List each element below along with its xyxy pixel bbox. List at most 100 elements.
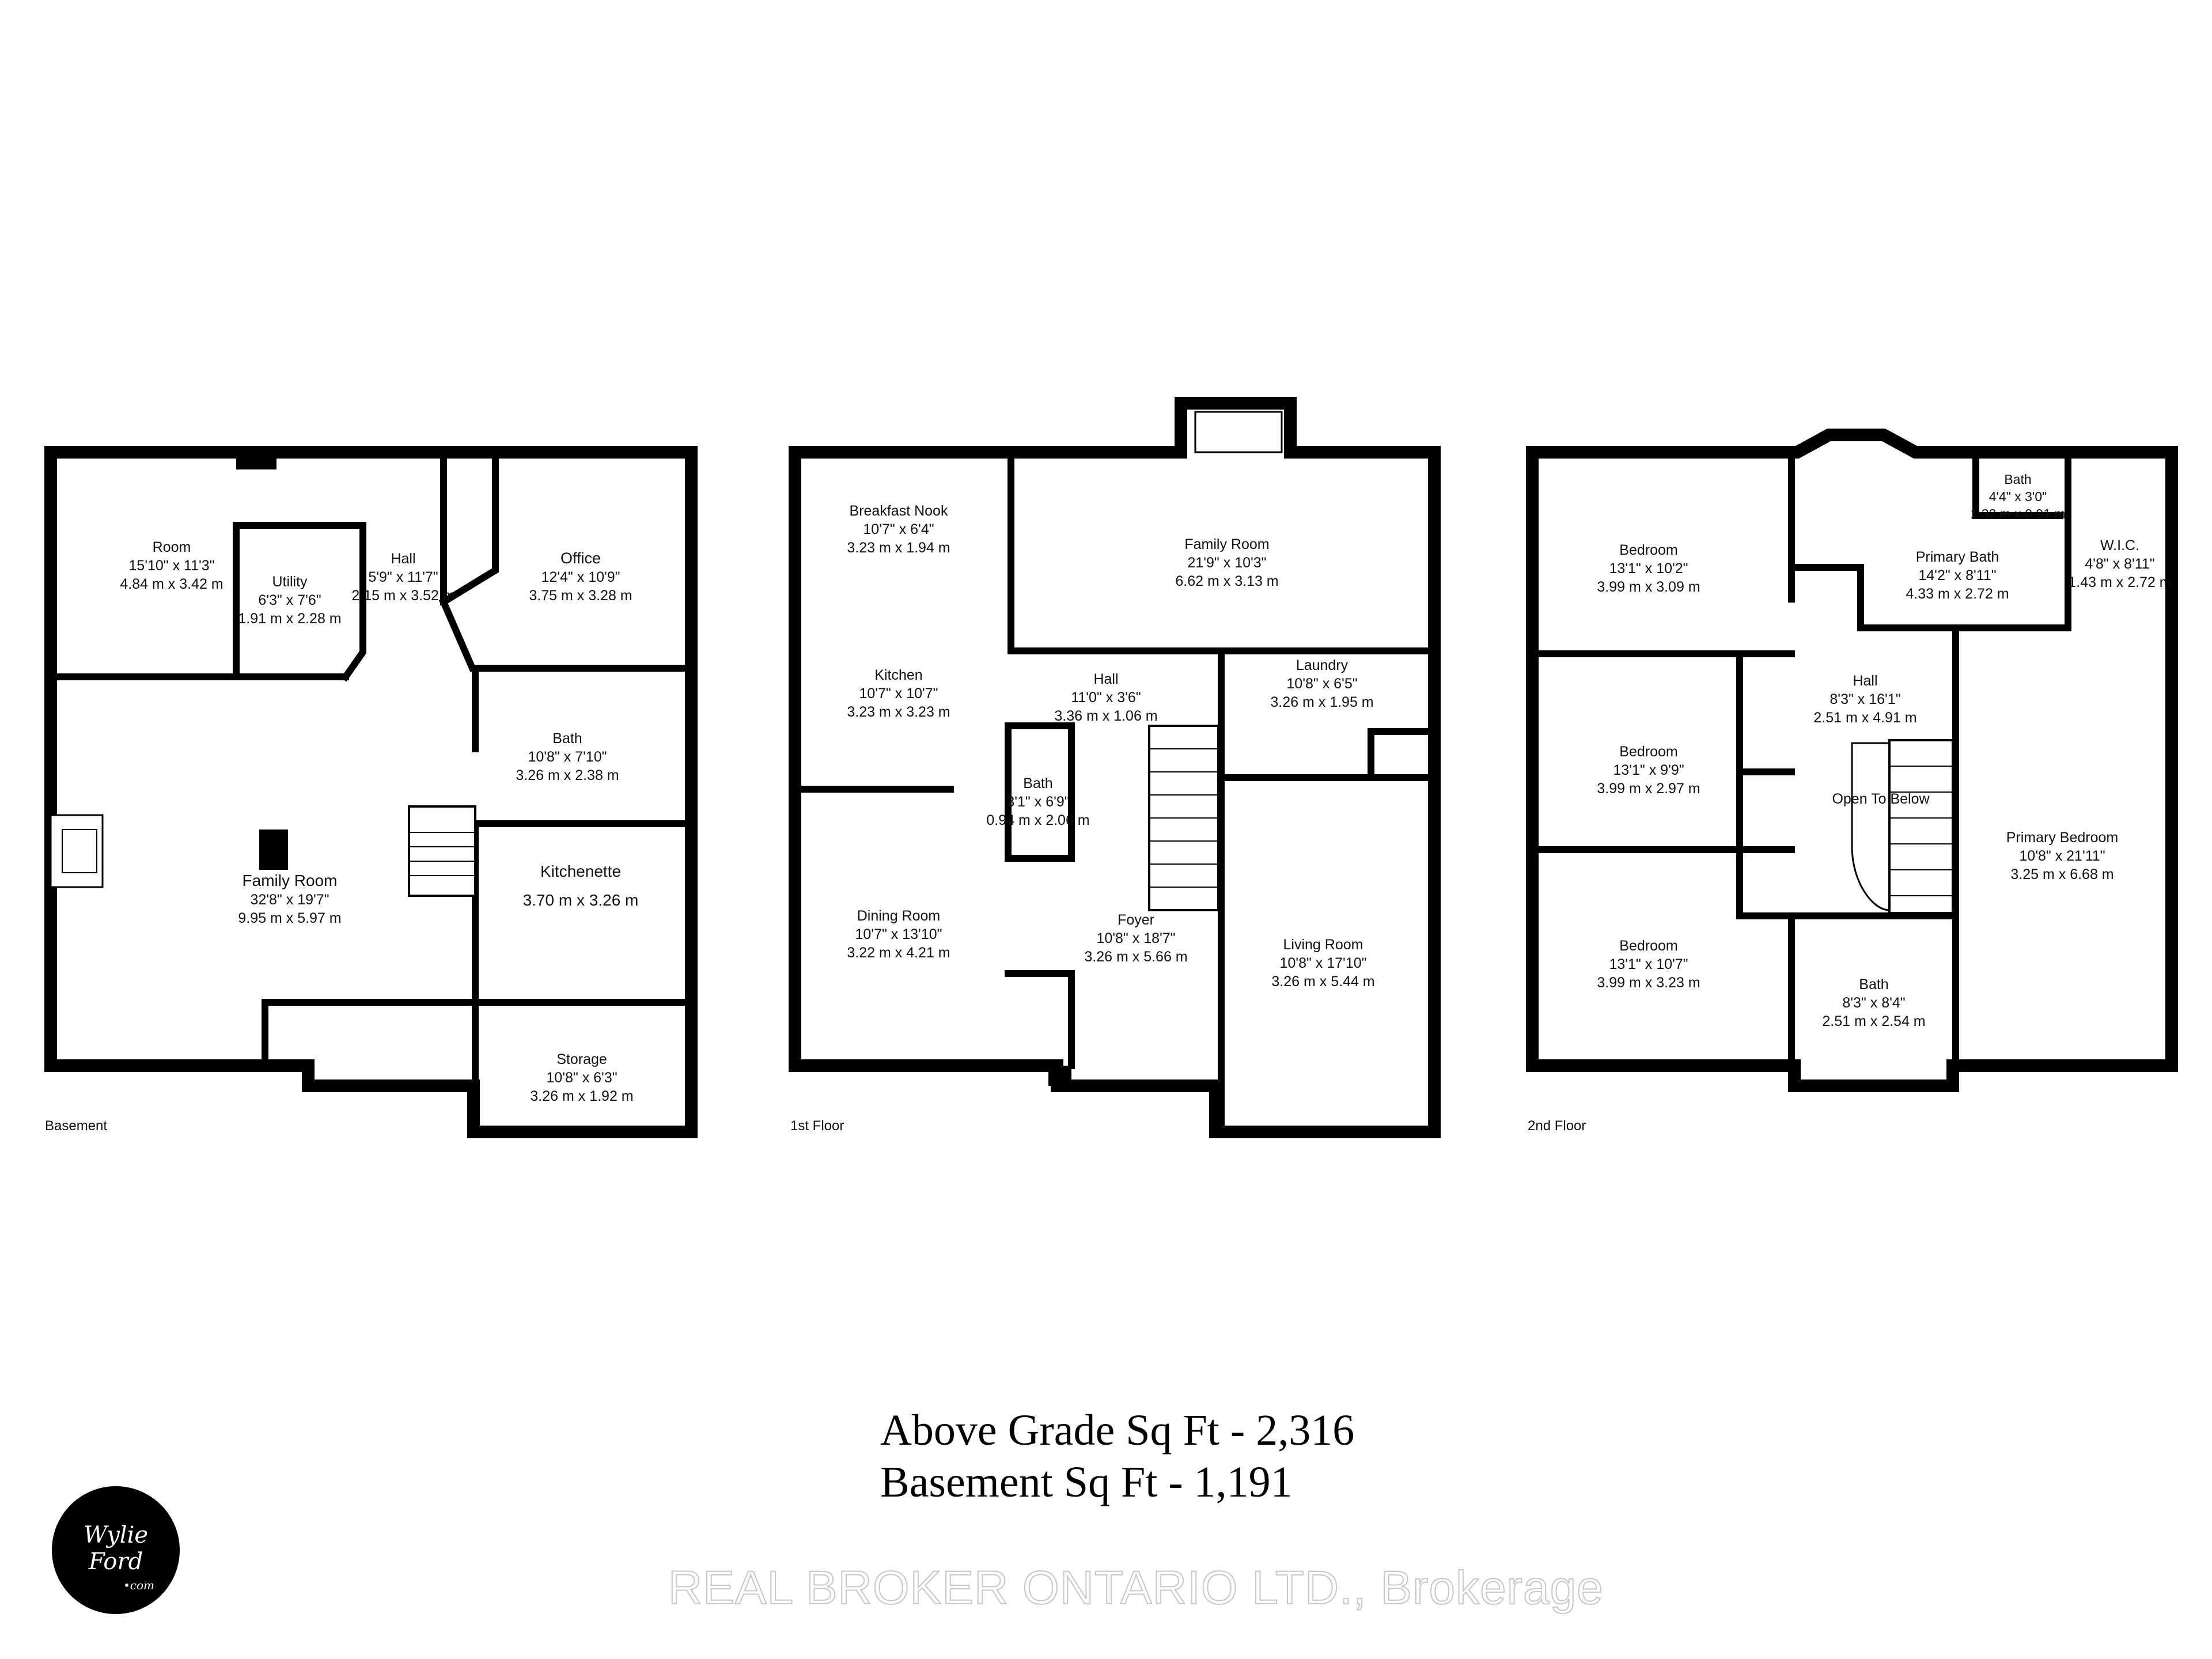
room-label-first-hall: Hall 11'0" x 3'6" 3.36 m x 1.06 m bbox=[1054, 671, 1157, 724]
svg-text:3.99 m x 3.09 m: 3.99 m x 3.09 m bbox=[1597, 579, 1700, 595]
svg-text:3.26 m x 5.66 m: 3.26 m x 5.66 m bbox=[1084, 949, 1187, 965]
svg-text:4.33 m x 2.72 m: 4.33 m x 2.72 m bbox=[1906, 586, 2009, 602]
svg-text:10'8" x 6'3": 10'8" x 6'3" bbox=[546, 1070, 617, 1086]
room-label-basement-utility: Utility 6'3" x 7'6" 1.91 m x 2.28 m bbox=[238, 574, 341, 627]
svg-text:Bedroom: Bedroom bbox=[1619, 938, 1677, 954]
first-floor-plan: 1st Floor bbox=[789, 397, 1441, 1138]
room-labels: Room 15'10" x 11'3" 4.84 m x 3.42 m Util… bbox=[120, 472, 2171, 1104]
svg-text:10'8" x 7'10": 10'8" x 7'10" bbox=[528, 749, 607, 765]
room-label-basement-storage: Storage 10'8" x 6'3" 3.26 m x 1.92 m bbox=[530, 1051, 633, 1104]
svg-text:3.26 m x 1.95 m: 3.26 m x 1.95 m bbox=[1270, 694, 1373, 710]
svg-text:5'9" x 11'7": 5'9" x 11'7" bbox=[368, 569, 438, 585]
svg-text:4'8" x 8'11": 4'8" x 8'11" bbox=[2085, 556, 2154, 572]
svg-text:14'2" x 8'11": 14'2" x 8'11" bbox=[1918, 567, 1996, 584]
svg-text:11'0" x 3'6": 11'0" x 3'6" bbox=[1071, 690, 1141, 706]
svg-text:Laundry: Laundry bbox=[1296, 657, 1349, 673]
svg-text:Primary Bath: Primary Bath bbox=[1916, 549, 1999, 565]
svg-text:Hall: Hall bbox=[391, 551, 415, 567]
basement-sqft: Basement Sq Ft - 1,191 bbox=[880, 1458, 1293, 1506]
room-label-first-kitchen: Kitchen 10'7" x 10'7" 3.23 m x 3.23 m bbox=[847, 667, 950, 720]
svg-text:Primary Bedroom: Primary Bedroom bbox=[2006, 830, 2119, 846]
svg-text:12'4" x 10'9": 12'4" x 10'9" bbox=[541, 569, 620, 585]
svg-text:9.95 m x 5.97 m: 9.95 m x 5.97 m bbox=[238, 910, 341, 926]
room-label-second-wic: W.I.C. 4'8" x 8'11" 1.43 m x 2.72 m bbox=[2068, 537, 2171, 590]
svg-text:Family Room: Family Room bbox=[243, 872, 338, 889]
floor-label: 1st Floor bbox=[790, 1118, 844, 1134]
room-label-second-bedroom-3: Bedroom 13'1" x 10'7" 3.99 m x 3.23 m bbox=[1597, 938, 1700, 991]
room-label-second-bath-small: Bath 4'4" x 3'0" 1.32 m x 0.91 m bbox=[1971, 472, 2066, 521]
svg-text:Foyer: Foyer bbox=[1118, 912, 1154, 928]
svg-text:Dining Room: Dining Room bbox=[857, 908, 941, 924]
svg-text:Storage: Storage bbox=[556, 1051, 607, 1067]
svg-text:Room: Room bbox=[153, 539, 191, 555]
svg-text:0.94 m x 2.06 m: 0.94 m x 2.06 m bbox=[986, 812, 1089, 828]
svg-text:32'8" x 19'7": 32'8" x 19'7" bbox=[250, 892, 329, 908]
svg-text:10'8" x 21'11": 10'8" x 21'11" bbox=[2019, 848, 2105, 864]
logo-line-2: Ford bbox=[88, 1548, 143, 1575]
svg-text:13'1" x 9'9": 13'1" x 9'9" bbox=[1613, 762, 1684, 778]
svg-text:3.99 m x 2.97 m: 3.99 m x 2.97 m bbox=[1597, 781, 1700, 797]
svg-text:2.51 m x 2.54 m: 2.51 m x 2.54 m bbox=[1822, 1013, 1925, 1029]
svg-text:10'7" x 10'7": 10'7" x 10'7" bbox=[859, 685, 938, 702]
second-floor-plan: 2nd Floor bbox=[1526, 429, 2178, 1134]
svg-text:2.51 m x 4.91 m: 2.51 m x 4.91 m bbox=[1813, 710, 1916, 726]
svg-text:13'1" x 10'2": 13'1" x 10'2" bbox=[1609, 560, 1688, 577]
svg-text:4.84 m x 3.42 m: 4.84 m x 3.42 m bbox=[120, 576, 223, 592]
svg-text:6'3" x 7'6": 6'3" x 7'6" bbox=[258, 592, 321, 608]
svg-text:15'10" x 11'3": 15'10" x 11'3" bbox=[128, 558, 214, 574]
svg-text:3.36 m x 1.06 m: 3.36 m x 1.06 m bbox=[1054, 708, 1157, 724]
above-grade-sqft: Above Grade Sq Ft - 2,316 bbox=[880, 1406, 1355, 1455]
room-label-first-foyer: Foyer 10'8" x 18'7" 3.26 m x 5.66 m bbox=[1084, 912, 1187, 965]
svg-text:Living Room: Living Room bbox=[1283, 937, 1363, 953]
svg-text:Bath: Bath bbox=[552, 730, 582, 747]
room-label-second-hall: Hall 8'3" x 16'1" 2.51 m x 4.91 m bbox=[1813, 673, 1916, 726]
svg-text:10'7" x 13'10": 10'7" x 13'10" bbox=[855, 926, 942, 942]
room-label-second-bedroom-2: Bedroom 13'1" x 9'9" 3.99 m x 2.97 m bbox=[1597, 744, 1700, 797]
svg-text:3'1" x 6'9": 3'1" x 6'9" bbox=[1006, 794, 1069, 810]
svg-text:Kitchen: Kitchen bbox=[874, 667, 922, 683]
svg-text:3.75 m x 3.28 m: 3.75 m x 3.28 m bbox=[529, 588, 632, 604]
svg-text:3.26 m x 1.92 m: 3.26 m x 1.92 m bbox=[530, 1088, 633, 1104]
svg-text:3.26 m x 2.38 m: 3.26 m x 2.38 m bbox=[516, 767, 619, 783]
room-label-second-bedroom-1: Bedroom 13'1" x 10'2" 3.99 m x 3.09 m bbox=[1597, 542, 1700, 595]
logo-line-1: Wylie bbox=[83, 1522, 149, 1548]
svg-text:2.15 m x 3.52 m: 2.15 m x 3.52 m bbox=[351, 588, 454, 604]
svg-text:Bedroom: Bedroom bbox=[1619, 542, 1677, 558]
svg-text:8'3" x 8'4": 8'3" x 8'4" bbox=[1842, 995, 1905, 1011]
svg-text:10'8" x 18'7": 10'8" x 18'7" bbox=[1096, 930, 1175, 946]
svg-text:Hall: Hall bbox=[1853, 673, 1877, 689]
svg-text:10'7" x 6'4": 10'7" x 6'4" bbox=[863, 521, 934, 537]
room-label-first-family-room: Family Room 21'9" x 10'3" 6.62 m x 3.13 … bbox=[1175, 536, 1278, 589]
svg-text:13'1" x 10'7": 13'1" x 10'7" bbox=[1609, 956, 1688, 972]
room-label-first-living-room: Living Room 10'8" x 17'10" 3.26 m x 5.44… bbox=[1271, 937, 1374, 990]
svg-text:1.91 m x 2.28 m: 1.91 m x 2.28 m bbox=[238, 611, 341, 627]
wylie-ford-logo: Wylie Ford •com bbox=[52, 1486, 180, 1614]
svg-text:Hall: Hall bbox=[1093, 671, 1118, 687]
room-label-second-primary-bedroom: Primary Bedroom 10'8" x 21'11" 3.25 m x … bbox=[2006, 830, 2119, 882]
room-label-basement-kitchenette: Kitchenette 3.70 m x 3.26 m bbox=[523, 862, 639, 909]
svg-text:3.70 m x 3.26 m: 3.70 m x 3.26 m bbox=[523, 891, 639, 909]
room-label-first-laundry: Laundry 10'8" x 6'5" 3.26 m x 1.95 m bbox=[1270, 657, 1373, 710]
svg-text:Office: Office bbox=[560, 550, 601, 567]
svg-text:Breakfast Nook: Breakfast Nook bbox=[850, 503, 948, 519]
svg-text:Kitchenette: Kitchenette bbox=[540, 862, 621, 880]
room-label-first-bath: Bath 3'1" x 6'9" 0.94 m x 2.06 m bbox=[986, 775, 1089, 828]
svg-text:1.32 m x 0.91 m: 1.32 m x 0.91 m bbox=[1971, 506, 2066, 521]
svg-text:3.23 m x 3.23 m: 3.23 m x 3.23 m bbox=[847, 704, 950, 720]
svg-text:10'8" x 6'5": 10'8" x 6'5" bbox=[1286, 676, 1357, 692]
svg-text:Bath: Bath bbox=[1023, 775, 1052, 791]
svg-text:8'3" x 16'1": 8'3" x 16'1" bbox=[1830, 691, 1900, 707]
room-label-second-bath: Bath 8'3" x 8'4" 2.51 m x 2.54 m bbox=[1822, 976, 1925, 1029]
room-label-basement-office: Office 12'4" x 10'9" 3.75 m x 3.28 m bbox=[529, 550, 632, 604]
svg-text:3.26 m x 5.44 m: 3.26 m x 5.44 m bbox=[1271, 974, 1374, 990]
svg-text:Open To Below: Open To Below bbox=[1832, 791, 1930, 807]
room-label-second-open-to-below: Open To Below bbox=[1832, 791, 1930, 807]
room-label-basement-room: Room 15'10" x 11'3" 4.84 m x 3.42 m bbox=[120, 539, 223, 592]
svg-text:Utility: Utility bbox=[272, 574, 308, 590]
room-label-first-dining-room: Dining Room 10'7" x 13'10" 3.22 m x 4.21… bbox=[847, 908, 950, 961]
svg-text:6.62 m x 3.13 m: 6.62 m x 3.13 m bbox=[1175, 573, 1278, 589]
floor-label: 2nd Floor bbox=[1528, 1118, 1586, 1134]
room-label-second-primary-bath: Primary Bath 14'2" x 8'11" 4.33 m x 2.72… bbox=[1906, 549, 2009, 602]
room-label-basement-hall: Hall 5'9" x 11'7" 2.15 m x 3.52 m bbox=[351, 551, 454, 604]
